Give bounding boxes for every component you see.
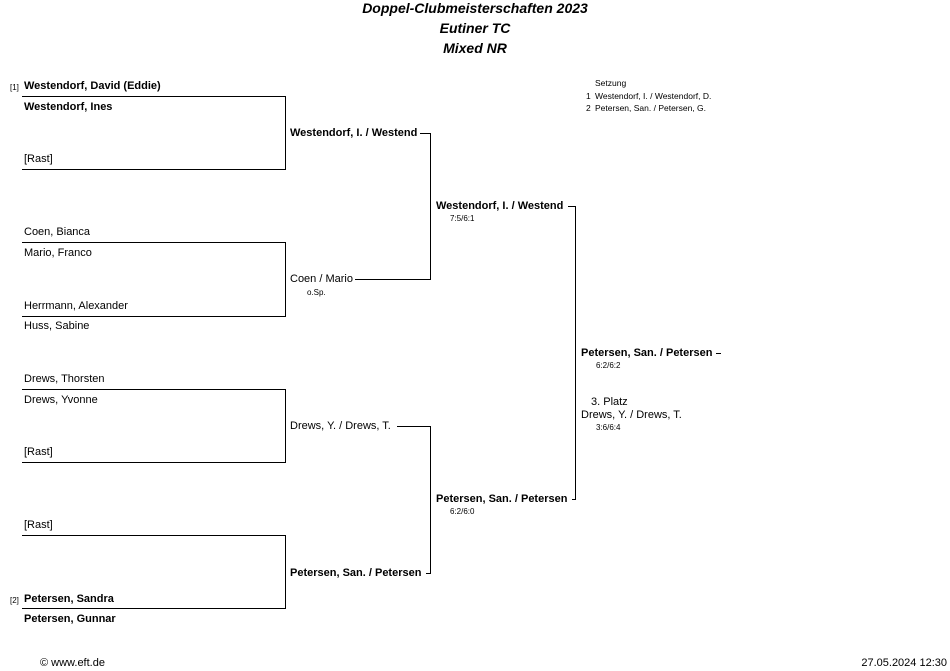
bracket-line [285, 389, 286, 463]
winner-name: Petersen, San. / Petersen [581, 347, 713, 359]
club-name: Eutiner TC [439, 20, 511, 36]
seeding-entry: Westendorf, I. / Westendorf, D. [595, 91, 712, 101]
bracket-line [22, 316, 286, 317]
bracket-line [430, 133, 431, 280]
team-name: Drews, Y. / Drews, T. [581, 409, 682, 421]
third-place-label: 3. Platz [591, 396, 628, 408]
match-score: 6:2/6:2 [596, 361, 621, 370]
seeding-num: 1 [586, 91, 591, 101]
seeding-num: 2 [586, 103, 591, 113]
team-name: Coen / Mario [290, 273, 353, 285]
match-score: 6:2/6:0 [450, 507, 475, 516]
bracket-line [22, 242, 286, 243]
bracket-line [285, 535, 286, 609]
team-name: Petersen, San. / Petersen [290, 567, 422, 579]
player-name: Petersen, Gunnar [24, 613, 116, 625]
seed-number: [2] [10, 596, 19, 605]
draw-name: Mixed NR [443, 40, 507, 56]
bracket-line [22, 169, 286, 170]
footer-timestamp: 27.05.2024 12:30 [861, 657, 947, 669]
match-score: 7:5/6:1 [450, 214, 475, 223]
player-name: [Rast] [24, 519, 53, 531]
bracket-line [355, 279, 431, 280]
bracket-line [568, 206, 576, 207]
bracket-line [22, 96, 286, 97]
bracket-line [22, 462, 286, 463]
bracket-line [426, 573, 431, 574]
player-name: Westendorf, Ines [24, 101, 113, 113]
player-name: Petersen, Sandra [24, 593, 114, 605]
player-name: Mario, Franco [24, 247, 92, 259]
bracket-line [572, 499, 576, 500]
bracket-line [430, 426, 431, 574]
seed-number: [1] [10, 83, 19, 92]
team-name: Drews, Y. / Drews, T. [290, 420, 391, 432]
seeding-title: Setzung [595, 78, 627, 88]
player-name: [Rast] [24, 153, 53, 165]
bracket-line [420, 133, 431, 134]
player-name: Huss, Sabine [24, 320, 90, 332]
bracket-line [22, 535, 286, 536]
seeding-entry: Petersen, San. / Petersen, G. [595, 103, 707, 113]
team-name: Westendorf, I. / Westend [436, 200, 564, 212]
bracket-line [22, 389, 286, 390]
bracket-line [285, 96, 286, 170]
footer-copyright: © www.eft.de [40, 657, 105, 669]
team-name: Westendorf, I. / Westend [290, 127, 418, 139]
player-name: Coen, Bianca [24, 226, 91, 238]
bracket-line [285, 242, 286, 317]
player-name: Drews, Thorsten [24, 373, 105, 385]
team-name: Petersen, San. / Petersen [436, 493, 568, 505]
match-score: o.Sp. [307, 288, 326, 297]
player-name: Herrmann, Alexander [24, 300, 128, 312]
player-name: Westendorf, David (Eddie) [24, 80, 161, 92]
bracket-line [397, 426, 431, 427]
bracket-line [716, 353, 721, 354]
player-name: [Rast] [24, 446, 53, 458]
bracket-line [575, 206, 576, 500]
match-score: 3:6/6:4 [596, 423, 621, 432]
bracket-line [22, 608, 286, 609]
player-name: Drews, Yvonne [24, 394, 98, 406]
tournament-title: Doppel-Clubmeisterschaften 2023 [362, 0, 588, 16]
